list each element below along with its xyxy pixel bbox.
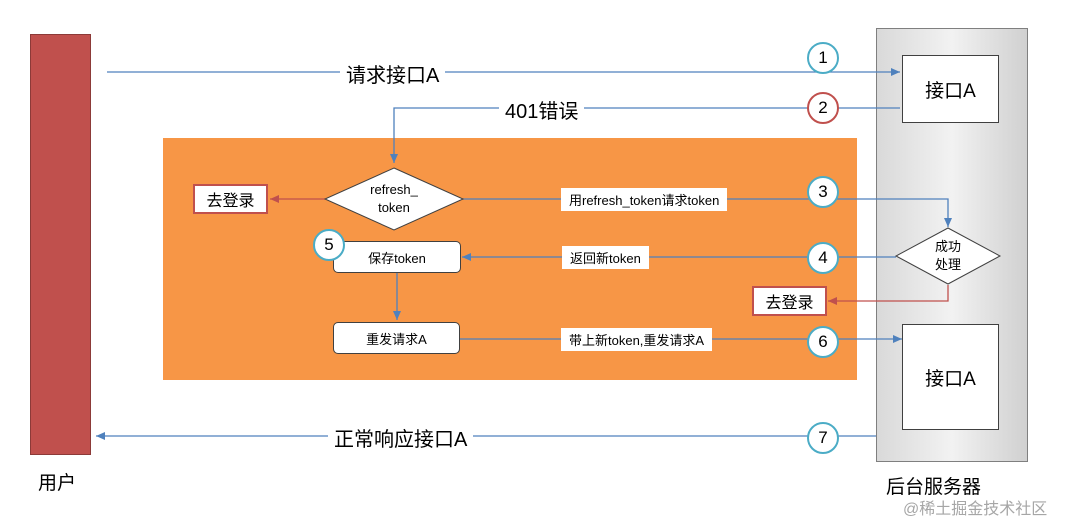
step-5-circle: 5 (313, 229, 345, 261)
arrow-success-fail-login (828, 285, 949, 305)
login-box-right: 去登录 (752, 286, 827, 316)
api-a-box-bottom: 接口A (902, 324, 999, 430)
resend-request-label: 重发请求A (366, 331, 427, 347)
refresh-token-line2: token (378, 200, 410, 215)
watermark-text: @稀土掘金技术社区 (903, 501, 1048, 518)
server-caption: 后台服务器 (886, 477, 982, 498)
login-label-left: 去登录 (206, 193, 255, 210)
arrow-401-error (390, 107, 900, 163)
refresh-token-text: refresh_ token (354, 181, 434, 217)
success-text: 成功 处理 (913, 238, 983, 274)
save-token-label: 保存token (368, 250, 426, 266)
step-4-circle: 4 (807, 242, 839, 274)
user-caption: 用户 (38, 473, 77, 494)
success-line1: 成功 (934, 239, 961, 254)
refresh-token-line1: refresh_ (370, 182, 418, 197)
api-a-label-top: 接口A (925, 80, 976, 102)
step-6-circle: 6 (807, 326, 839, 358)
refresh-token-decision (323, 167, 465, 231)
success-line2: 处理 (934, 257, 961, 272)
save-token-box: 保存token (333, 241, 461, 273)
step-3-circle: 3 (807, 176, 839, 208)
resend-with-token-label: 带上新token,重发请求A (561, 328, 713, 351)
error-401-label: 401错误 (499, 95, 585, 124)
step-1-circle: 1 (807, 42, 839, 74)
login-label-right: 去登录 (765, 295, 814, 312)
normal-response-label: 正常响应接口A (328, 423, 474, 452)
step-2-circle: 2 (807, 92, 839, 124)
token-refresh-panel (163, 138, 857, 380)
step-7-circle: 7 (807, 422, 839, 454)
user-lifeline-bar (30, 34, 91, 455)
refresh-request-label: 用refresh_token请求token (561, 188, 728, 211)
api-a-box-top: 接口A (902, 55, 999, 123)
login-box-left: 去登录 (193, 184, 268, 214)
return-token-label: 返回新token (562, 246, 649, 269)
api-a-label-bottom: 接口A (925, 368, 976, 390)
resend-request-box: 重发请求A (333, 322, 460, 354)
request-api-label: 请求接口A (340, 59, 446, 88)
success-decision (894, 227, 1002, 285)
